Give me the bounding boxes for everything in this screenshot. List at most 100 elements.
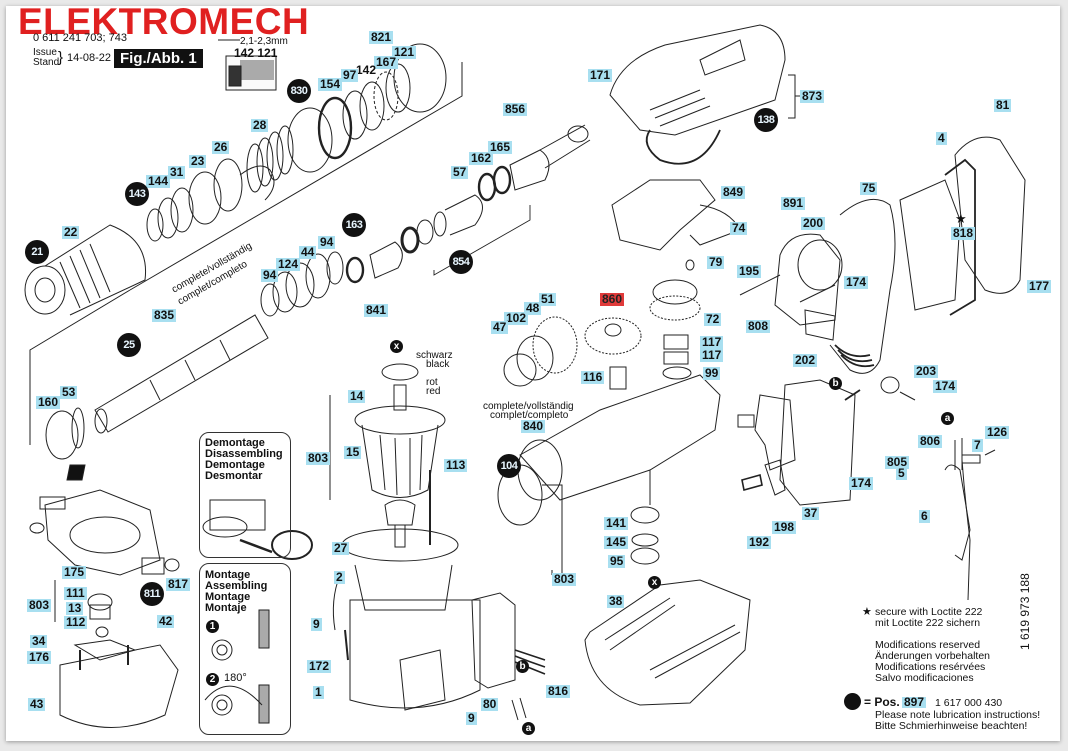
- part-label-94-upper[interactable]: 94: [318, 235, 336, 249]
- part-label-95[interactable]: 95: [608, 554, 626, 568]
- part-label-31[interactable]: 31: [168, 165, 186, 179]
- part-dot-811[interactable]: 811: [140, 582, 164, 606]
- part-label-803-motor[interactable]: 803: [306, 451, 331, 465]
- part-dot-830[interactable]: 830: [287, 79, 311, 103]
- part-label-22[interactable]: 22: [62, 225, 80, 239]
- part-label-51[interactable]: 51: [539, 292, 557, 306]
- part-dot-25[interactable]: 25: [117, 333, 141, 357]
- part-label-97[interactable]: 97: [341, 68, 359, 82]
- part-label-162[interactable]: 162: [469, 151, 494, 165]
- part-label-37[interactable]: 37: [802, 506, 820, 520]
- part-label-48[interactable]: 48: [524, 301, 542, 315]
- part-label-6[interactable]: 6: [919, 509, 930, 523]
- part-label-165[interactable]: 165: [488, 140, 513, 154]
- part-dot-104[interactable]: 104: [497, 454, 521, 478]
- part-label-27[interactable]: 27: [332, 541, 350, 555]
- part-label-806[interactable]: 806: [918, 434, 943, 448]
- part-label-200[interactable]: 200: [801, 216, 826, 230]
- part-label-81[interactable]: 81: [994, 98, 1012, 112]
- part-label-111[interactable]: 111: [64, 586, 87, 600]
- part-label-840[interactable]: 840: [521, 419, 546, 433]
- part-label-38[interactable]: 38: [607, 594, 625, 608]
- part-label-26[interactable]: 26: [212, 140, 230, 154]
- part-label-177[interactable]: 177: [1027, 279, 1052, 293]
- part-label-198[interactable]: 198: [772, 520, 797, 534]
- part-label-805[interactable]: 805: [885, 455, 910, 469]
- part-label-13[interactable]: 13: [66, 601, 84, 615]
- part-label-15[interactable]: 15: [344, 445, 362, 459]
- part-label-144[interactable]: 144: [146, 174, 171, 188]
- part-label-154[interactable]: 154: [318, 77, 343, 91]
- part-label-818[interactable]: 818: [951, 226, 976, 240]
- part-label-192[interactable]: 192: [747, 535, 772, 549]
- part-label-176[interactable]: 176: [27, 650, 52, 664]
- part-label-174-handle[interactable]: 174: [844, 275, 869, 289]
- part-label-74[interactable]: 74: [730, 221, 748, 235]
- part-label-126[interactable]: 126: [985, 425, 1010, 439]
- part-label-9-right[interactable]: 9: [466, 711, 477, 725]
- part-label-7[interactable]: 7: [972, 438, 983, 452]
- part-label-102[interactable]: 102: [504, 311, 529, 325]
- part-label-841[interactable]: 841: [364, 303, 389, 317]
- part-label-808[interactable]: 808: [746, 319, 771, 333]
- part-label-171[interactable]: 171: [588, 68, 613, 82]
- part-label-79[interactable]: 79: [707, 255, 725, 269]
- part-label-9-left[interactable]: 9: [311, 617, 322, 631]
- part-label-53[interactable]: 53: [60, 385, 78, 399]
- part-dot-854[interactable]: 854: [449, 250, 473, 274]
- part-label-117-upper[interactable]: 117: [700, 335, 724, 349]
- part-dot-143[interactable]: 143: [125, 182, 149, 206]
- part-label-160[interactable]: 160: [36, 395, 61, 409]
- part-label-94-lower[interactable]: 94: [261, 268, 279, 282]
- part-label-112[interactable]: 112: [64, 615, 88, 629]
- part-label-202[interactable]: 202: [793, 353, 818, 367]
- part-label-23[interactable]: 23: [189, 154, 207, 168]
- part-label-57[interactable]: 57: [451, 165, 469, 179]
- part-label-849[interactable]: 849: [721, 185, 746, 199]
- part-label-75[interactable]: 75: [860, 181, 878, 195]
- part-label-43[interactable]: 43: [28, 697, 46, 711]
- part-label-856[interactable]: 856: [503, 102, 528, 116]
- part-label-203[interactable]: 203: [914, 364, 939, 378]
- part-label-803-gear[interactable]: 803: [552, 572, 577, 586]
- part-label-1[interactable]: 1: [313, 685, 324, 699]
- part-label-816[interactable]: 816: [546, 684, 571, 698]
- part-label-195[interactable]: 195: [737, 264, 762, 278]
- part-label-145[interactable]: 145: [604, 535, 629, 549]
- pos-number[interactable]: 897: [902, 695, 927, 709]
- part-label-174-right[interactable]: 174: [933, 379, 958, 393]
- part-label-5[interactable]: 5: [896, 466, 907, 480]
- part-label-116[interactable]: 116: [581, 370, 605, 384]
- part-label-28[interactable]: 28: [251, 118, 269, 132]
- part-label-113[interactable]: 113: [444, 458, 468, 472]
- part-label-4[interactable]: 4: [936, 131, 947, 145]
- part-label-117-lower[interactable]: 117: [700, 348, 724, 362]
- part-label-99[interactable]: 99: [703, 366, 721, 380]
- part-label-172[interactable]: 172: [307, 659, 332, 673]
- part-label-14[interactable]: 14: [348, 389, 366, 403]
- part-dot-138[interactable]: 138: [754, 108, 778, 132]
- part-label-142[interactable]: 142: [356, 63, 377, 77]
- part-label-42[interactable]: 42: [157, 614, 175, 628]
- part-label-34[interactable]: 34: [30, 634, 48, 648]
- part-label-121[interactable]: 121: [392, 45, 417, 59]
- part-label-167[interactable]: 167: [374, 55, 399, 69]
- part-label-44[interactable]: 44: [299, 245, 317, 259]
- part-dot-21[interactable]: 21: [25, 240, 49, 264]
- part-label-72[interactable]: 72: [704, 312, 722, 326]
- part-label-175[interactable]: 175: [62, 565, 87, 579]
- part-label-80[interactable]: 80: [481, 697, 499, 711]
- part-label-817[interactable]: 817: [166, 577, 191, 591]
- part-label-2[interactable]: 2: [334, 570, 345, 584]
- part-label-860-highlighted[interactable]: 860: [600, 292, 625, 306]
- part-label-891[interactable]: 891: [781, 196, 806, 210]
- part-label-174-switch[interactable]: 174: [849, 476, 874, 490]
- part-label-124[interactable]: 124: [276, 257, 301, 271]
- part-label-47[interactable]: 47: [491, 320, 509, 334]
- part-dot-163[interactable]: 163: [342, 213, 366, 237]
- part-label-821[interactable]: 821: [369, 30, 394, 44]
- part-label-803-brush[interactable]: 803: [27, 598, 52, 612]
- part-label-141[interactable]: 141: [604, 516, 629, 530]
- part-label-835[interactable]: 835: [152, 308, 177, 322]
- part-label-873[interactable]: 873: [800, 89, 825, 103]
